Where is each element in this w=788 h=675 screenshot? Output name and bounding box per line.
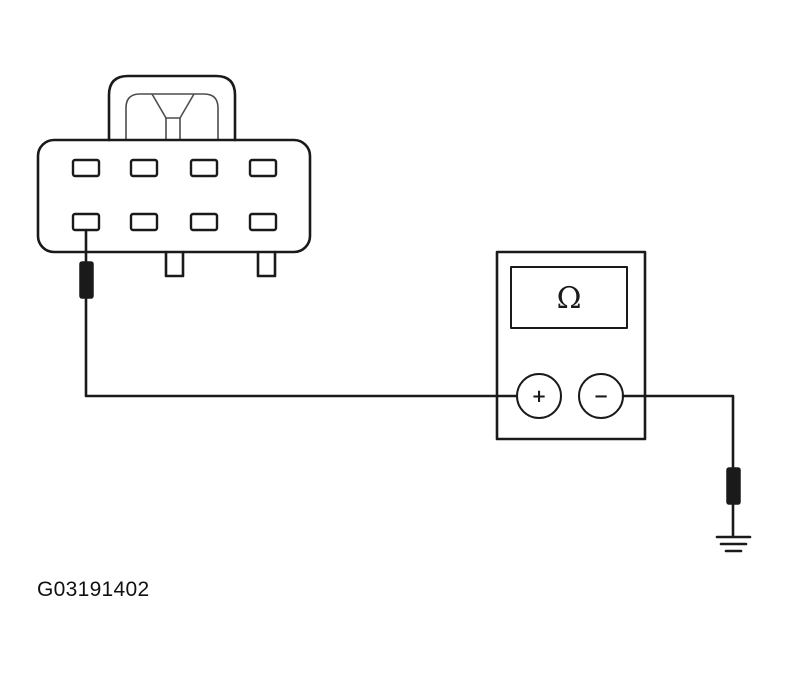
multimeter-icon: Ω + − — [495, 250, 647, 441]
connector-icon — [36, 74, 312, 278]
svg-text:+: + — [531, 386, 546, 407]
connector-cavity-row-top — [71, 158, 278, 178]
ground-symbol-icon — [715, 535, 752, 553]
lead-wire-negative — [621, 394, 735, 470]
test-probe-positive — [79, 228, 94, 299]
ohm-symbol: Ω — [557, 281, 582, 316]
figure-id-label: G03191402 — [37, 578, 150, 601]
connector-cavity-row-bottom — [71, 212, 278, 232]
negative-terminal: − — [578, 373, 624, 419]
svg-text:−: − — [593, 386, 608, 407]
lead-wire-positive — [84, 296, 518, 398]
test-probe-negative — [726, 467, 741, 537]
meter-display — [510, 266, 628, 329]
positive-terminal: + — [516, 373, 562, 419]
